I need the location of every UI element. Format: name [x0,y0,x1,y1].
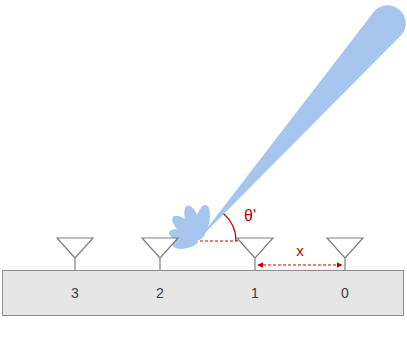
dimension-arrow [258,265,342,266]
antenna-symbol [142,238,178,270]
antennas [57,238,363,270]
element-index: 2 [156,286,164,300]
side-lobe [171,234,199,251]
angle-arc [224,214,236,241]
element-index: 1 [251,286,259,300]
element-index: 3 [71,286,79,300]
beam-pattern [156,0,407,271]
array-base: 3 2 1 0 [2,270,404,316]
angle-label: θ' [244,208,256,224]
antenna-symbol [237,238,273,270]
antenna-symbol [57,238,93,270]
antenna-symbol [327,238,363,270]
main-lobe [185,0,407,252]
spacing-label: x [296,243,304,258]
element-index: 0 [341,286,349,300]
